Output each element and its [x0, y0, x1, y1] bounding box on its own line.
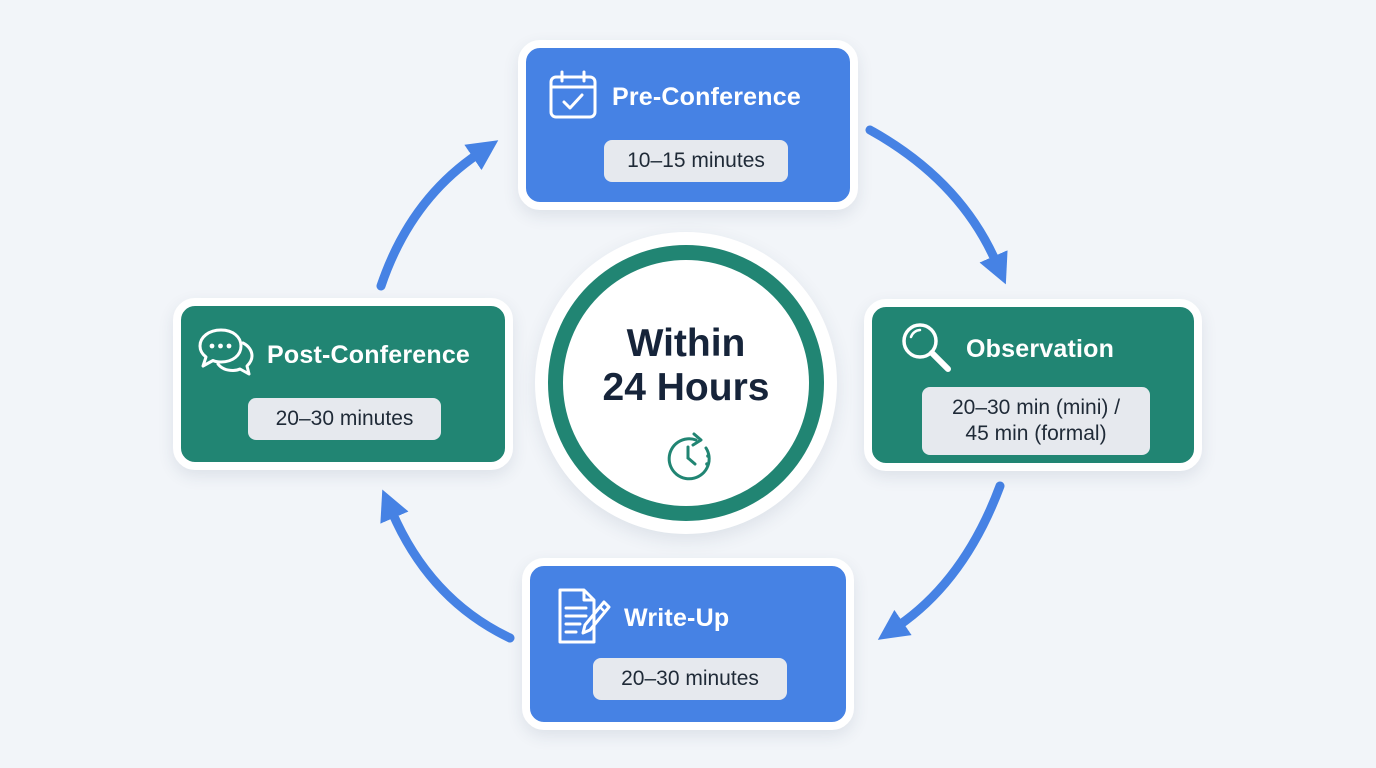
stage-write-up: Write-Up 20–30 minutes: [522, 558, 854, 730]
stage-header: Pre-Conference: [546, 68, 801, 127]
chat-bubbles-icon: [195, 326, 255, 385]
arrow-pre-to-observation: [865, 125, 1008, 285]
duration-badge: 20–30 minutes: [593, 658, 787, 700]
arrow-writeup-to-post: [380, 489, 515, 643]
duration-line: 45 min (formal): [965, 422, 1107, 445]
arrow-post-to-pre: [376, 140, 499, 291]
duration-line: 10–15 minutes: [627, 149, 765, 172]
magnifier-icon: [898, 319, 954, 380]
stage-header: Observation: [898, 319, 1114, 380]
duration-badge: 20–30 min (mini) / 45 min (formal): [922, 387, 1150, 455]
duration-badge: 20–30 minutes: [248, 398, 441, 440]
clock-refresh-icon: [660, 430, 716, 491]
stage-header: Write-Up: [554, 586, 729, 651]
document-pen-icon: [554, 586, 612, 651]
duration-line: 20–30 min (mini) /: [951, 396, 1121, 419]
duration-line: 20–30 minutes: [275, 407, 414, 430]
stage-title: Pre-Conference: [612, 83, 801, 111]
stage-post-conference: Post-Conference 20–30 minutes: [173, 298, 513, 470]
center-label: Within 24 Hours: [548, 322, 824, 410]
center-label-line: 24 Hours: [602, 366, 770, 409]
calendar-check-icon: [546, 68, 600, 127]
stage-observation: Observation 20–30 min (mini) / 45 min (f…: [864, 299, 1202, 471]
stage-header: Post-Conference: [195, 326, 470, 385]
stage-pre-conference: Pre-Conference 10–15 minutes: [518, 40, 858, 210]
center-label-line: Within: [626, 322, 746, 365]
duration-badge: 10–15 minutes: [604, 140, 788, 182]
arrow-observation-to-writeup: [877, 481, 1005, 640]
stage-title: Write-Up: [624, 604, 730, 632]
stage-title: Observation: [966, 335, 1115, 363]
duration-line: 20–30 minutes: [621, 667, 759, 690]
stage-title: Post-Conference: [267, 341, 471, 369]
